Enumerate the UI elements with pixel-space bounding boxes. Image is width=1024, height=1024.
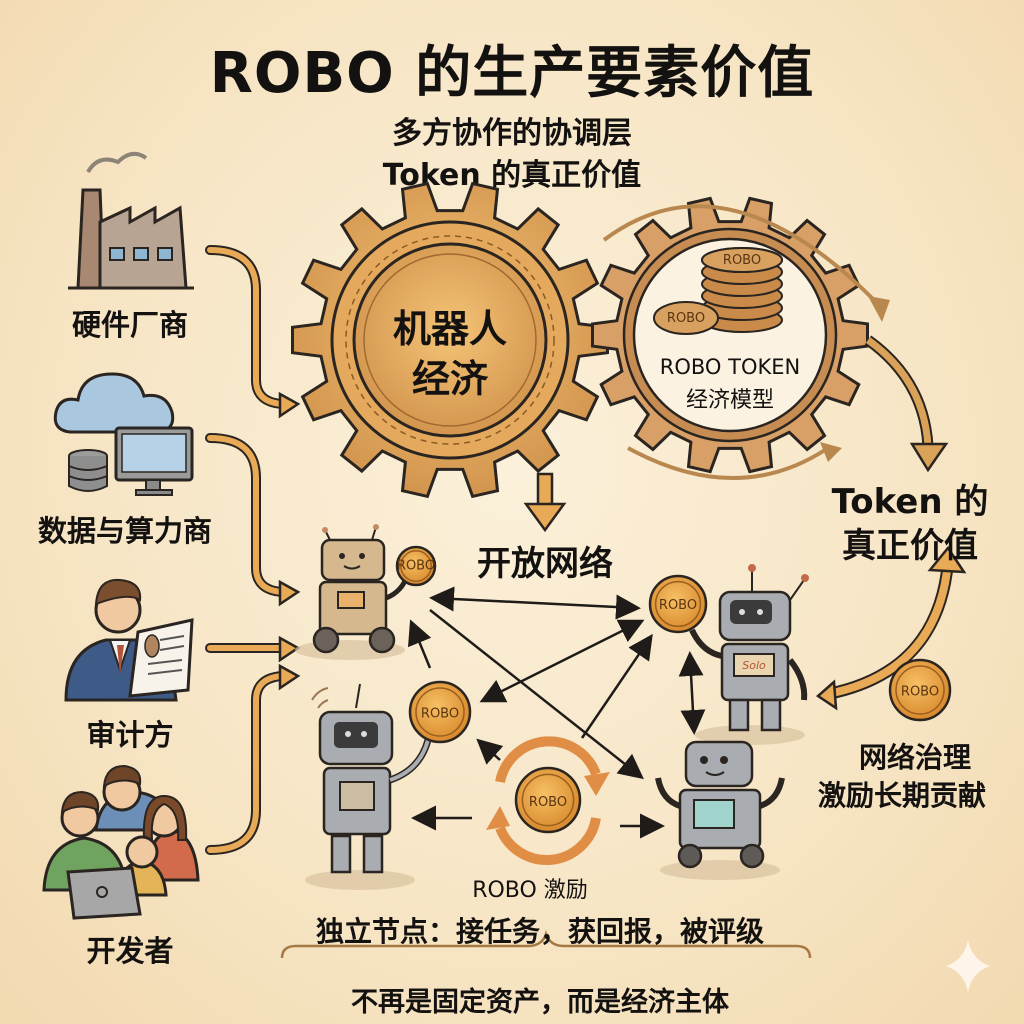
- main-gear-label-line-1: 机器人: [392, 307, 507, 351]
- robot-gray-right-bottom: [655, 740, 785, 880]
- token-value-arrowhead: [909, 442, 949, 473]
- contributor-label-hardware: 硬件厂商: [71, 308, 188, 342]
- coin-text: ROBO: [529, 795, 567, 810]
- token-value-line-2: 真正价值: [842, 526, 978, 566]
- bottom-brace: [280, 930, 812, 959]
- robot-gray-right-top: Solo: [689, 564, 809, 745]
- robot-gray-left: [305, 683, 432, 890]
- robo-coin: ROBO: [395, 545, 437, 587]
- token-gear-label-line-1: ROBO TOKEN: [659, 355, 801, 379]
- open-network-label: 开放网络: [477, 544, 613, 584]
- sparkle-icon: [946, 940, 990, 992]
- token-cycle-arrows: [602, 204, 876, 480]
- subtitle-line-1: 多方协作的协调层: [392, 116, 632, 151]
- stack-coin-top: [701, 247, 783, 273]
- stack-coin-top: [653, 301, 719, 335]
- page-title: ROBO 的生产要素价值: [209, 41, 815, 106]
- auditor-icon: [64, 578, 194, 702]
- robo-coin: ROBO: [408, 680, 472, 744]
- governance-line-1: 网络治理: [858, 741, 971, 774]
- coins-layer: ROBO ROBO ROBO ROBO ROBO: [395, 545, 952, 834]
- robot-tan: [295, 524, 411, 660]
- stack-coin-text: ROBO: [667, 311, 705, 326]
- down-arrow-shaft: [536, 472, 554, 508]
- robo-coin: ROBO: [888, 658, 952, 722]
- contributor-arrowheads: [278, 391, 301, 691]
- coin-stack-icon: ROBO ROBO: [653, 247, 783, 335]
- down-arrow-head: [523, 502, 567, 533]
- robo-coin: ROBO: [648, 574, 708, 634]
- cycle-arrowhead-top: [868, 296, 890, 322]
- coin-text: ROBO: [421, 706, 459, 721]
- token-gear-label-line-2: 经济模型: [685, 388, 774, 413]
- governance-line-2: 激励长期贡献: [817, 779, 986, 812]
- node-description: 独立节点：接任务，获回报，被评级: [315, 915, 764, 948]
- governance-arrow: [827, 561, 952, 698]
- conclusion-text: 不再是固定资产，而是经济主体: [351, 987, 729, 1018]
- coin-text: ROBO: [397, 558, 435, 573]
- network-arrows: [408, 586, 706, 839]
- cloud-server-icon: [53, 372, 194, 496]
- robot-screen-text: Solo: [742, 659, 766, 672]
- robot-economy-gear: [291, 181, 609, 499]
- incentive-cycle-arrows: [486, 736, 610, 865]
- incentive-label: ROBO 激励: [472, 878, 588, 903]
- robo-coin: ROBO: [514, 766, 582, 834]
- contributor-label-data-compute: 数据与算力商: [37, 514, 212, 548]
- governance-arrowhead-left: [815, 679, 838, 711]
- coin-text: ROBO: [659, 598, 697, 613]
- cycle-arrowhead-bottom: [820, 442, 842, 462]
- factory-icon: [68, 151, 194, 290]
- contributor-arrows-outline: [205, 245, 287, 855]
- token-value-arrow: [865, 337, 932, 447]
- contributor-arrows: [207, 247, 285, 853]
- developers-icon: [42, 764, 200, 920]
- governance-arrowhead-up: [927, 545, 967, 574]
- main-gear-label-line-2: 经济: [411, 357, 488, 401]
- robo-token-gear: [591, 196, 869, 474]
- contributor-label-developer: 开发者: [86, 934, 174, 968]
- coin-text: ROBO: [901, 684, 939, 699]
- stack-coin-text: ROBO: [723, 253, 761, 268]
- token-value-arrow-outline: [864, 335, 934, 447]
- contributor-label-auditor: 审计方: [86, 718, 174, 752]
- token-value-line-1: Token 的: [831, 482, 989, 522]
